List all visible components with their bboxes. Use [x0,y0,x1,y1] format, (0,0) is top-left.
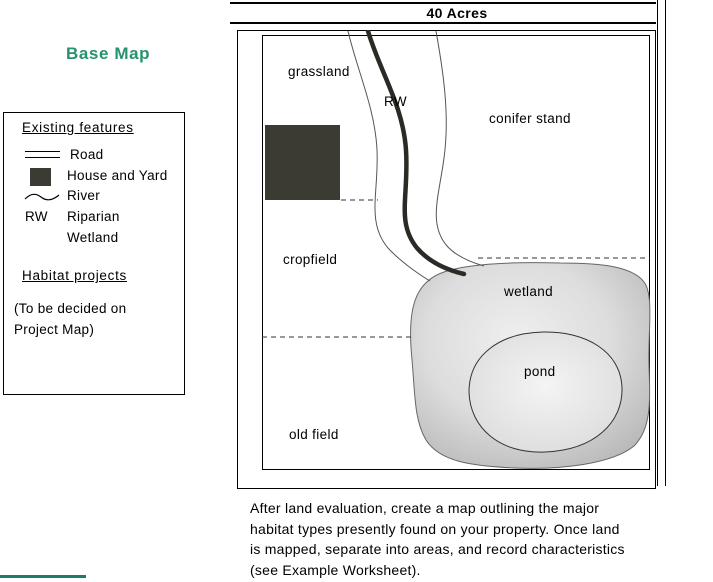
page-title: Base Map [66,44,151,63]
house-symbol [30,168,51,186]
legend: Existing features Road House and Yard Ri… [3,112,185,395]
river-line [365,30,467,277]
pond-shape [468,331,623,453]
legend-note-line2: Project Map) [14,322,95,337]
rw-symbol: RW [25,209,48,224]
footer-line: is mapped, separate into areas, and reco… [250,541,625,557]
house-and-yard [265,125,340,200]
river-wave-icon [24,193,60,201]
map-panel-border [237,30,656,489]
area-label-wetland: wetland [504,284,553,299]
area-label-cropfield: cropfield [283,252,338,267]
right-road [657,0,666,486]
legend-road-label: Road [70,147,104,162]
area-label-old-field: old field [289,427,339,442]
road-symbol [25,151,60,158]
riparian-left-line [347,30,431,282]
map-features-svg [262,30,651,469]
footer-line: (see Example Worksheet). [250,561,421,578]
area-label-rw: RW [384,94,407,109]
area-label-conifer-stand: conifer stand [489,111,571,126]
legend-note-line1: (To be decided on [14,301,127,316]
legend-heading: Existing features [22,120,134,135]
legend-projects-heading: Habitat projects [22,268,127,283]
legend-riparian-label: Riparian [67,209,120,224]
top-road: 40 Acres [230,2,656,24]
legend-river-label: River [67,188,101,203]
river-symbol [23,191,61,206]
area-label-pond: pond [524,364,556,379]
area-label-grassland: grassland [288,64,350,79]
legend-wetland-label: Wetland [67,230,119,245]
riparian-right-line [435,30,485,267]
footer-note: After land evaluation, create a map outl… [250,498,665,580]
footer-accent-rule [0,575,86,578]
map-field-border [262,35,650,470]
acreage-label: 40 Acres [426,5,488,21]
footer-line: After land evaluation, create a map outl… [250,500,600,516]
legend-house-label: House and Yard [67,168,168,183]
footer-line: habitat types presently found on your pr… [250,520,620,537]
